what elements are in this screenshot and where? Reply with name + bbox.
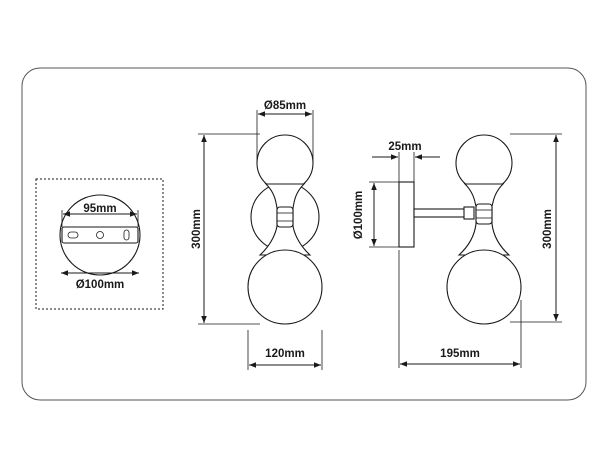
dim-label-front-width: 120mm [265,348,305,360]
dim-label-side-height: 300mm [542,209,554,249]
side-view: 25mm Ø100mm 300mm 195mm [353,133,562,368]
plate-detail-box [35,178,164,310]
mounting-plate-view: 95mm Ø100mm [35,178,164,310]
dim-label-plate-diameter: Ø100mm [76,279,125,291]
bar-center-hole [96,231,104,239]
dim-label-globe-diameter: Ø85mm [264,100,306,112]
front-collar [276,206,294,228]
side-collar [475,203,493,225]
side-lower-globe [446,249,522,325]
front-upper-globe [256,134,314,192]
mounting-bar [61,226,139,244]
dim-label-front-height: 300mm [191,209,203,249]
side-arm-cap [463,206,475,220]
dim-label-side-base-diameter: Ø100mm [353,191,365,240]
front-view: Ø85mm 300mm 120mm [191,100,323,370]
dim-label-base-depth: 25mm [388,141,421,153]
dim-label-hole-spacing: 95mm [83,203,116,215]
side-upper-globe [455,134,513,192]
bar-slot-left [67,231,79,239]
side-wall-base [398,181,415,248]
side-arm [413,208,467,218]
bar-slot-right [123,229,130,241]
dim-label-side-projection: 195mm [440,348,480,360]
front-lower-globe [247,249,323,325]
drawing-frame [21,67,587,401]
